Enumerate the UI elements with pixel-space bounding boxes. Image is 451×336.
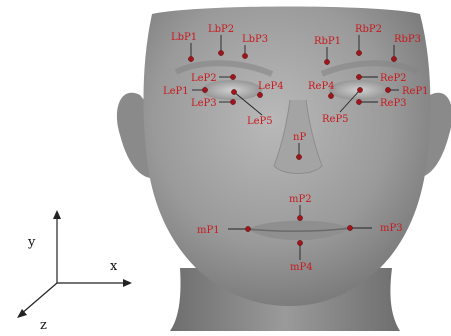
x-axis-arrowhead [123,279,132,287]
x-axis-label: x [110,259,118,274]
landmark-point-RbP1 [324,59,329,64]
landmark-point-LeP1 [202,87,207,92]
landmark-label-ReP4: ReP4 [308,81,335,92]
landmark-point-LbP3 [242,53,247,58]
landmark-point-RbP3 [391,56,396,61]
landmark-point-LbP2 [218,50,223,55]
landmark-label-LeP1: LeP1 [163,86,189,97]
landmark-label-ReP3: ReP3 [380,98,407,109]
landmark-point-RbP2 [356,50,361,55]
landmark-point-nP [296,154,301,159]
landmark-point-LeP3 [230,99,235,104]
landmark-point-ReP1 [385,87,390,92]
landmark-label-mP2: mP2 [289,194,312,205]
landmark-point-LeP5 [231,89,236,94]
landmark-label-ReP2: ReP2 [380,73,407,84]
landmark-point-ReP2 [356,74,361,79]
landmark-label-ReP5: ReP5 [322,114,349,125]
landmark-label-RbP3: RbP3 [394,34,421,45]
landmark-label-LeP4: LeP4 [258,81,284,92]
landmark-label-LeP5: LeP5 [247,116,273,127]
landmark-label-nP: nP [293,132,306,143]
landmark-point-LeP2 [230,74,235,79]
landmark-label-LbP1: LbP1 [171,32,197,43]
landmark-label-RbP1: RbP1 [314,36,341,47]
landmark-label-LbP2: LbP2 [208,24,234,35]
landmark-label-mP4: mP4 [290,262,313,273]
landmark-point-ReP3 [356,99,361,104]
landmark-label-mP3: mP3 [380,223,403,234]
landmark-label-RbP2: RbP2 [355,24,382,35]
landmark-point-mP3 [347,225,352,230]
y-axis-arrowhead [53,210,61,219]
landmark-point-LeP4 [257,92,262,97]
landmark-point-ReP4 [328,93,333,98]
landmark-label-mP1: mP1 [197,225,220,236]
z-axis-label: z [40,318,47,331]
landmark-label-LbP3: LbP3 [242,34,268,45]
landmark-label-LeP3: LeP3 [191,98,217,109]
landmark-point-LbP1 [188,56,193,61]
landmark-point-mP2 [297,215,302,220]
landmark-point-mP4 [297,240,302,245]
y-axis-label: y [27,235,36,250]
landmark-label-ReP1: ReP1 [402,86,429,97]
z-axis-line [21,283,57,314]
landmark-label-LeP2: LeP2 [191,73,217,84]
landmark-point-ReP5 [357,87,362,92]
landmark-point-mP1 [245,226,250,231]
